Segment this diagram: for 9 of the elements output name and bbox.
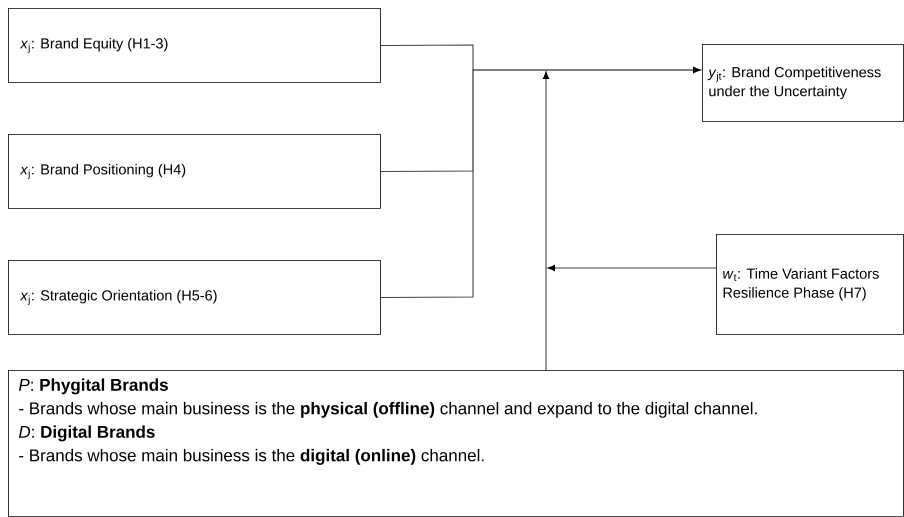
- variable-box: x$_{j}$: Brand Equity (H1-3): [8, 8, 381, 83]
- variable-box: x$_{j}$: Strategic Orientation (H5-6): [8, 260, 381, 335]
- variable-box: y$_{jt}$: Brand Competitiveness under the Uncertainty: [702, 44, 904, 122]
- variable-box: x$_{j}$: Brand Positioning (H4): [8, 134, 381, 209]
- variable-box: w$_{t}$: Time Variant Factors Resilience Phase (H7): [716, 234, 904, 335]
- arrow: [547, 264, 716, 272]
- legend-box: P: Phygital Brands - Brands whose main business is the physical (offline) channel and expand to the digital channel. D: Digital Brands - Brands whose main business is the digital (online) channel.: [8, 370, 904, 517]
- arrow: [380, 66, 701, 298]
- arrow: [542, 71, 550, 370]
